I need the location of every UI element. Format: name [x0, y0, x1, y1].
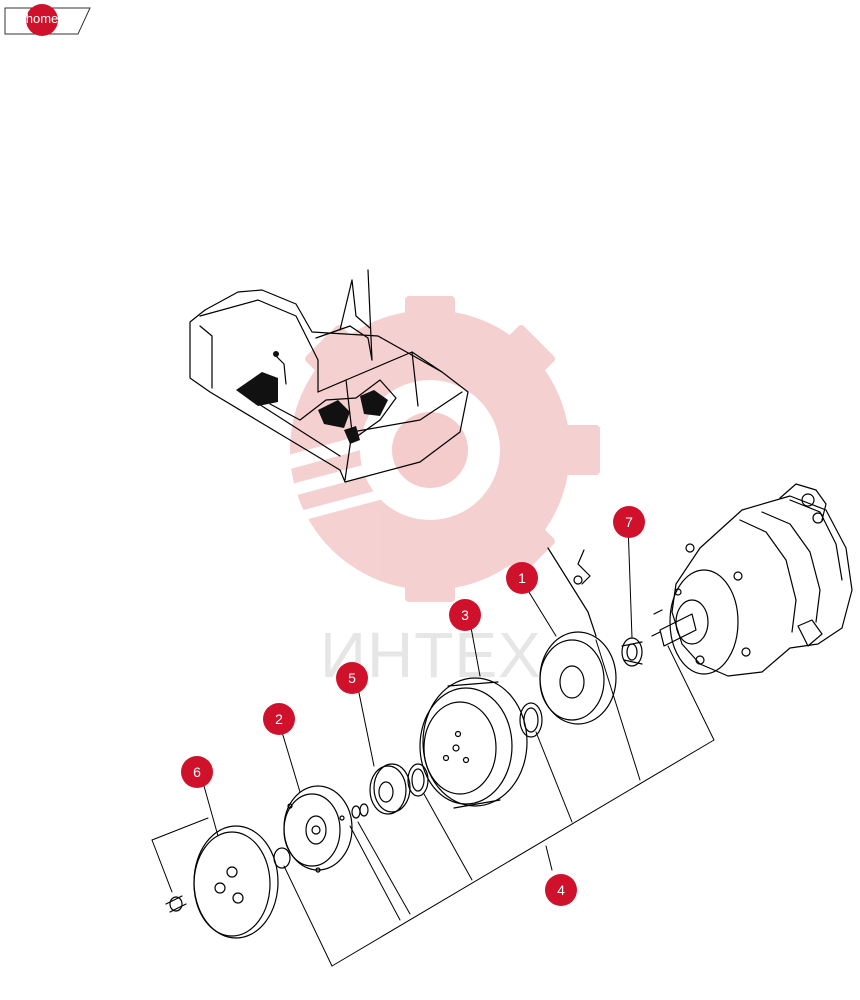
compressor: [651, 483, 853, 677]
leader-lines: [151, 523, 715, 967]
part-1-coil: [539, 547, 617, 725]
callout-4[interactable]: 4: [545, 874, 577, 906]
part-6-cover: [165, 825, 279, 939]
part-3-pulley: [419, 677, 528, 809]
callout-6-label: 6: [193, 764, 201, 780]
home-tab-shape: [4, 4, 91, 36]
callout-1-label: 1: [518, 570, 526, 586]
callout-5[interactable]: 5: [336, 662, 368, 694]
callout-7[interactable]: 7: [613, 506, 645, 538]
callout-5-label: 5: [348, 670, 356, 686]
part-2-armature: [283, 785, 353, 873]
home-button[interactable]: home: [4, 4, 94, 36]
machine-outline: [189, 269, 469, 483]
callout-6[interactable]: 6: [181, 756, 213, 788]
callout-2-label: 2: [275, 711, 283, 727]
callout-4-label: 4: [557, 882, 565, 898]
callout-1[interactable]: 1: [506, 562, 538, 594]
snap-ring-b: [407, 763, 429, 797]
home-label: home: [25, 11, 59, 26]
part-7-seal: [621, 637, 643, 667]
callout-2[interactable]: 2: [263, 703, 295, 735]
part-5-spacer: [369, 763, 411, 815]
callout-3[interactable]: 3: [449, 599, 481, 631]
callout-3-label: 3: [461, 607, 469, 623]
callout-7-label: 7: [625, 514, 633, 530]
